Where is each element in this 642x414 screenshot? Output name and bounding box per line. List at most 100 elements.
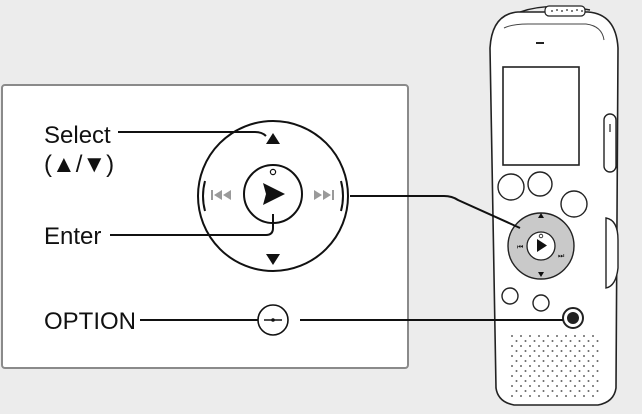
play-icon	[263, 183, 285, 205]
speaker-hole	[569, 390, 572, 392]
tactile-dot-icon	[269, 168, 277, 176]
speaker-hole	[515, 380, 518, 382]
speaker-hole	[587, 340, 590, 342]
speaker-hole	[538, 335, 540, 337]
speaker-hole	[551, 380, 554, 382]
speaker-hole	[574, 335, 576, 337]
device-button-top-right	[560, 190, 588, 218]
speaker-hole	[587, 350, 590, 352]
speaker-hole	[574, 345, 576, 347]
speaker-hole	[574, 355, 576, 357]
speaker-hole	[569, 350, 572, 352]
speaker-hole	[538, 355, 540, 357]
leader-lines	[110, 131, 563, 321]
speaker-hole	[592, 385, 594, 387]
enter-leader-line	[110, 214, 274, 236]
speaker-hole	[524, 370, 527, 372]
speaker-hole	[547, 355, 549, 357]
device-top-cap	[544, 5, 586, 17]
select-label: Select	[44, 122, 111, 149]
speaker-hole	[556, 365, 558, 367]
speaker-hole	[583, 365, 585, 367]
speaker-hole	[524, 390, 527, 392]
speaker-hole	[542, 340, 545, 342]
select-up-arrow-icon	[266, 133, 280, 144]
speaker-hole	[560, 340, 563, 342]
select-down-arrow-icon	[266, 254, 280, 265]
speaker-hole	[520, 385, 522, 387]
speaker-hole	[578, 350, 581, 352]
speaker-hole	[524, 380, 527, 382]
speaker-hole	[529, 365, 531, 367]
speaker-hole	[538, 385, 540, 387]
device-button-top-left	[497, 173, 525, 201]
speaker-hole	[542, 360, 545, 362]
svg-text:⏭: ⏭	[558, 252, 565, 260]
speaker-hole	[511, 385, 513, 387]
speaker-hole	[533, 350, 536, 352]
speaker-hole	[565, 335, 567, 337]
voice-recorder-device: ⏮ ⏭	[489, 5, 619, 406]
speaker-hole	[533, 380, 536, 382]
speaker-hole	[524, 350, 527, 352]
speaker-hole	[524, 360, 527, 362]
speaker-hole	[583, 385, 585, 387]
speaker-hole	[556, 345, 558, 347]
speaker-hole	[574, 385, 576, 387]
speaker-hole	[547, 365, 549, 367]
speaker-hole	[556, 385, 558, 387]
speaker-hole	[569, 370, 572, 372]
option-label: OPTION	[44, 308, 136, 335]
speaker-hole	[551, 360, 554, 362]
speaker-hole	[592, 335, 594, 337]
speaker-hole	[511, 335, 513, 337]
speaker-hole	[551, 390, 554, 392]
speaker-hole	[592, 355, 594, 357]
speaker-hole	[560, 390, 563, 392]
speaker-hole	[520, 345, 522, 347]
speaker-hole	[592, 345, 594, 347]
speaker-hole	[547, 375, 549, 377]
speaker-hole	[542, 350, 545, 352]
speaker-hole	[565, 385, 567, 387]
speaker-hole	[574, 395, 576, 397]
speaker-hole	[560, 370, 563, 372]
speaker-hole	[578, 390, 581, 392]
speaker-hole	[556, 395, 558, 397]
speaker-hole	[533, 390, 536, 392]
select-leader-line	[118, 131, 267, 137]
speaker-hole	[533, 340, 536, 342]
speaker-hole	[542, 390, 545, 392]
speaker-hole	[538, 365, 540, 367]
speaker-hole	[569, 340, 572, 342]
speaker-hole	[547, 345, 549, 347]
device-control-pad: ⏮ ⏭	[507, 212, 575, 280]
speaker-hole	[511, 355, 513, 357]
speaker-hole	[511, 345, 513, 347]
speaker-hole	[515, 360, 518, 362]
speaker-hole	[583, 355, 585, 357]
speaker-hole	[578, 380, 581, 382]
speaker-hole	[583, 345, 585, 347]
device-button-small-left	[501, 287, 519, 305]
speaker-hole	[560, 380, 563, 382]
speaker-hole	[578, 340, 581, 342]
speaker-hole	[583, 395, 585, 397]
speaker-hole	[520, 375, 522, 377]
previous-track-icon	[211, 190, 231, 200]
speaker-hole	[515, 340, 518, 342]
speaker-hole	[574, 365, 576, 367]
speaker-hole	[542, 380, 545, 382]
speaker-hole	[511, 365, 513, 367]
speaker-hole	[533, 370, 536, 372]
speaker-hole	[547, 335, 549, 337]
speaker-hole	[520, 335, 522, 337]
speaker-hole	[596, 380, 599, 382]
speaker-hole	[556, 335, 558, 337]
speaker-hole	[529, 375, 531, 377]
speaker-hole	[538, 345, 540, 347]
speaker-hole	[515, 390, 518, 392]
speaker-hole	[520, 395, 522, 397]
enter-label: Enter	[44, 223, 101, 250]
